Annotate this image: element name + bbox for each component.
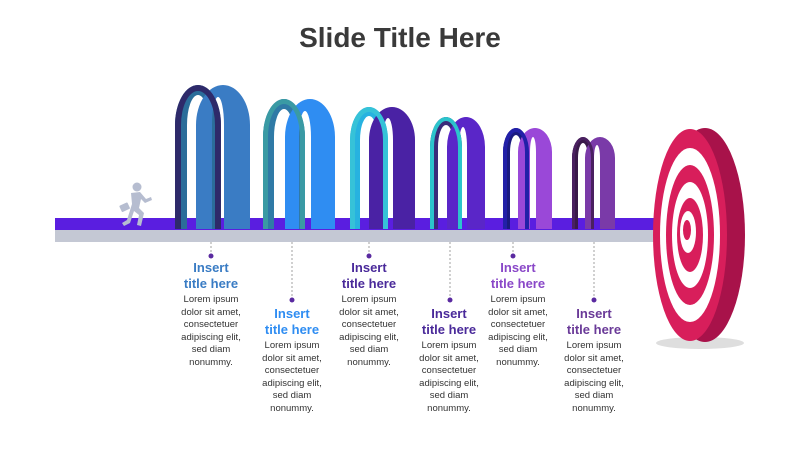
arch-6 [572,137,615,229]
step-heading: Insert title here [421,306,477,337]
running-businessman-icon [119,182,152,226]
arch-3 [350,107,415,229]
connectors [210,242,595,300]
slide-title: Slide Title Here [299,22,501,53]
bullseye-target-icon [653,128,745,342]
step-heading: Insert title here [264,306,320,337]
arch-5 [503,128,552,229]
target-shadow [656,337,744,349]
step-heading: Insert title here [490,260,546,291]
step-heading: Insert title here [183,260,239,291]
arch-1 [175,85,250,229]
step-heading: Insert title here [341,260,397,291]
step-heading: Insert title here [566,306,622,337]
arch-4 [430,117,485,229]
arch-2 [263,99,335,229]
connector-dots [208,253,597,303]
